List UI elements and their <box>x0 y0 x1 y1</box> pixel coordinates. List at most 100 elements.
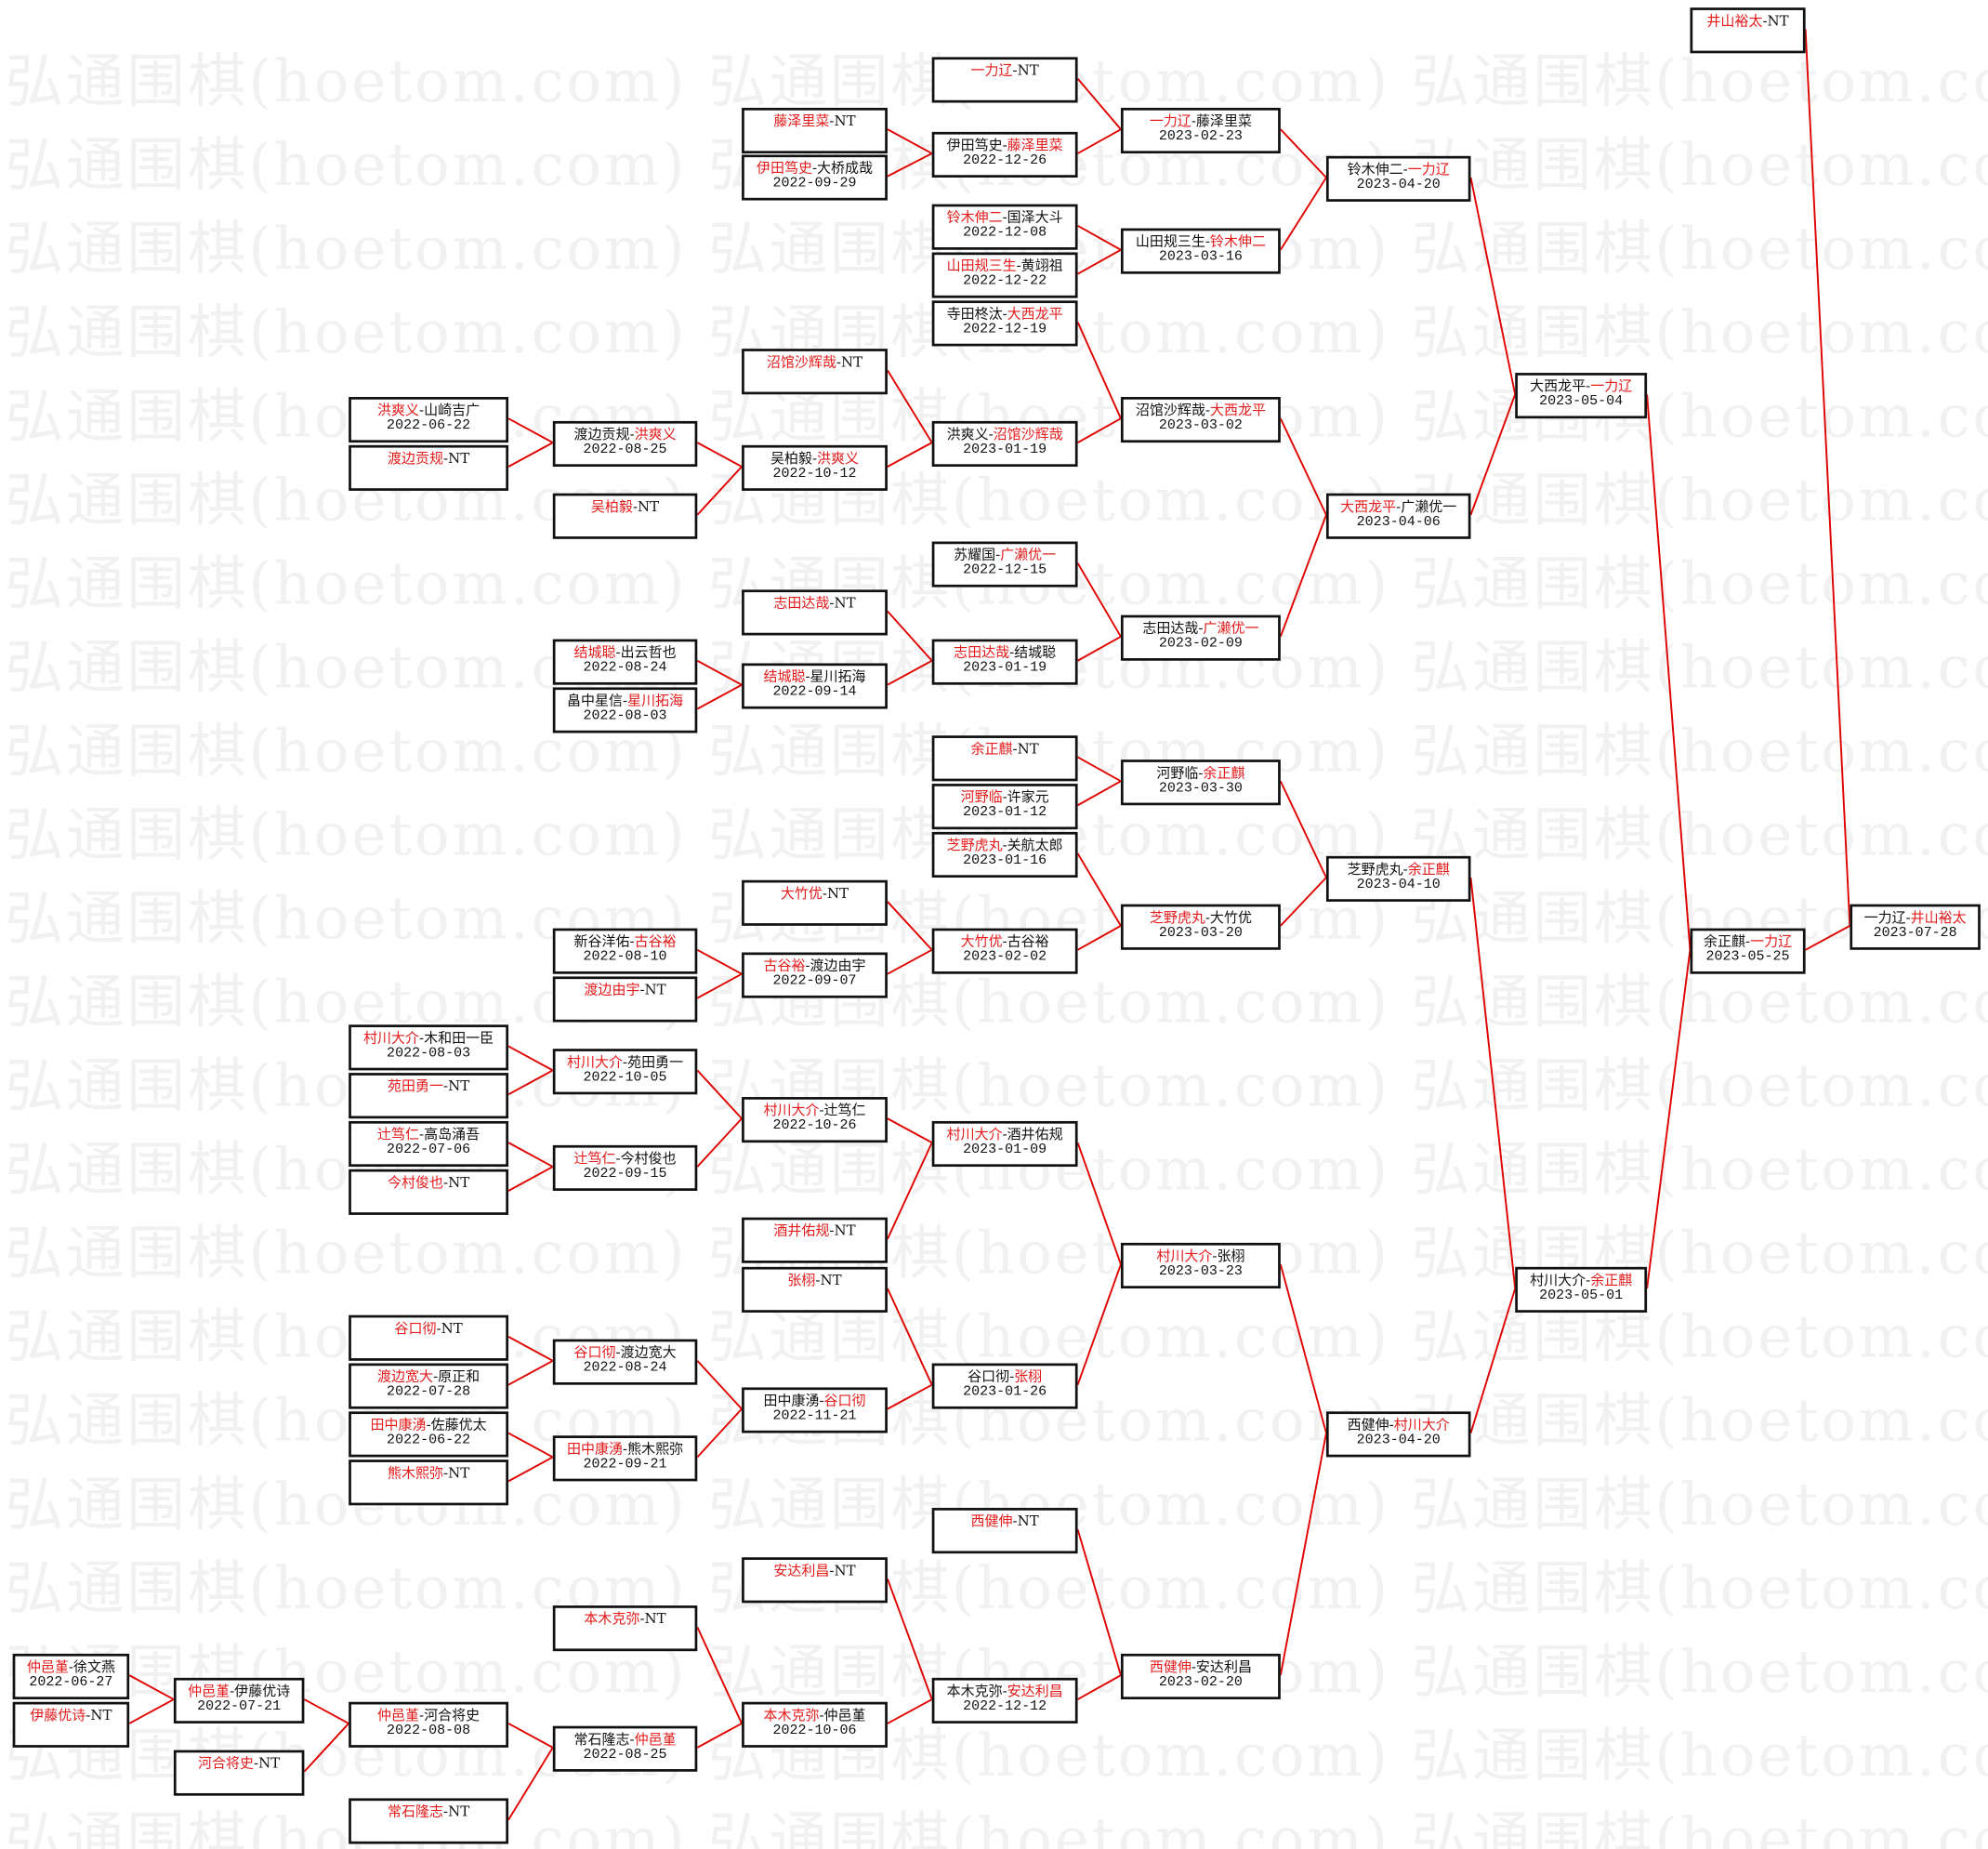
match-date: 2022-08-24 <box>583 660 667 677</box>
separator: - <box>68 1658 73 1676</box>
connector-line <box>1280 128 1327 178</box>
match-players: 苏耀国-广濑优一 <box>954 547 1056 563</box>
match-date: 2022-12-15 <box>963 562 1047 579</box>
bye-marker: NT <box>644 1610 666 1628</box>
match-players: 西健伸-村川大介 <box>1348 1417 1450 1433</box>
separator: - <box>1198 764 1204 782</box>
match-players: 结城聪-星川拓海 <box>763 668 865 685</box>
player-2: 徐文燕 <box>72 1658 115 1676</box>
connector-line <box>887 442 933 468</box>
connector-line <box>1076 1263 1122 1386</box>
match-players: 本木克弥-NT <box>584 1611 665 1628</box>
match-players: 河合将史-NT <box>198 1755 280 1772</box>
player-1: 山田规三生 <box>1135 233 1205 250</box>
bye-match-box: 沼馆沙辉哉-NT <box>742 349 888 395</box>
player-1: 河合将史 <box>198 1755 255 1772</box>
connector-line <box>696 1117 743 1168</box>
bye-marker: NT <box>1767 12 1789 30</box>
connector-line <box>507 1359 554 1386</box>
connector-line <box>507 1336 554 1362</box>
player-2: 国泽大斗 <box>1007 209 1063 226</box>
separator: - <box>829 112 835 130</box>
player-1: 辻笃仁 <box>573 1150 616 1168</box>
separator: - <box>419 1707 425 1724</box>
separator: - <box>822 885 827 902</box>
match-players: 辻笃仁-高岛涌吾 <box>377 1126 480 1142</box>
watermark-text: 弘通围棋(hoetom.com) 弘通围棋(hoetom.com) 弘通围棋(h… <box>5 1721 1988 1790</box>
player-2: 铃木伸二 <box>1209 233 1266 250</box>
separator: - <box>1009 644 1015 661</box>
player-1: 田中康湧 <box>370 1416 427 1433</box>
match-date: 2022-07-21 <box>197 1699 282 1715</box>
match-date: 2022-08-25 <box>583 442 667 458</box>
player-1: 结城聪 <box>763 667 806 685</box>
match-players: 吴柏毅-洪爽义 <box>770 450 859 467</box>
match-players: 田中康湧-佐藤优太 <box>371 1417 487 1433</box>
player-1: 大西龙平 <box>1530 377 1586 395</box>
connector-line <box>1469 393 1517 516</box>
match-date: 2022-06-22 <box>387 418 471 434</box>
bye-match-box: 大竹优-NT <box>742 879 888 926</box>
match-players: 寺田柊汰-大西龙平 <box>947 306 1063 323</box>
match-date: 2023-03-23 <box>1158 1264 1243 1280</box>
player-1: 今村俊也 <box>387 1174 444 1191</box>
connector-line <box>696 948 743 975</box>
connector-line <box>696 466 743 516</box>
connector-line <box>696 659 743 686</box>
player-1: 渡边贡规 <box>573 426 630 443</box>
separator: - <box>419 1029 425 1047</box>
bye-match-box: 张栩-NT <box>742 1266 888 1313</box>
bye-match-box: 志田达哉-NT <box>742 589 888 636</box>
match-players: 谷口彻-张栩 <box>968 1368 1042 1385</box>
separator: - <box>1191 1658 1196 1676</box>
separator: - <box>629 933 635 950</box>
match-players: 苑田勇一-NT <box>388 1078 469 1095</box>
bye-marker: NT <box>840 353 863 371</box>
match-players: 洪爽义-山崎吉广 <box>377 402 480 418</box>
separator: - <box>811 450 818 468</box>
bye-marker: NT <box>644 981 666 998</box>
bye-match-box: 河合将史-NT <box>173 1750 305 1796</box>
connector-line <box>1646 394 1692 950</box>
connector-line <box>887 152 933 178</box>
match-date: 2022-09-14 <box>772 684 857 701</box>
player-2: 广濑优一 <box>1203 620 1259 637</box>
separator: - <box>1402 861 1408 878</box>
player-2: 村川大介 <box>1393 1416 1450 1433</box>
connector-line <box>128 1698 175 1724</box>
match-date: 2022-08-08 <box>387 1723 471 1739</box>
match-date: 2023-05-25 <box>1705 949 1790 966</box>
player-2: 关航太郎 <box>1007 837 1063 854</box>
match-players: 渡边由宇-NT <box>584 982 665 998</box>
connector-line <box>507 1166 554 1192</box>
match-players: 余正麒-NT <box>971 741 1039 758</box>
separator: - <box>629 426 635 443</box>
match-date: 2022-12-12 <box>963 1699 1047 1715</box>
match-players: 古谷裕-渡边由宇 <box>763 958 865 974</box>
separator: - <box>1191 112 1196 130</box>
match-date: 2022-12-26 <box>963 153 1047 169</box>
match-date: 2023-01-16 <box>963 853 1047 869</box>
separator: - <box>819 1102 824 1119</box>
separator: - <box>1905 909 1911 926</box>
connector-line <box>507 1069 554 1096</box>
connector-line <box>696 1360 743 1410</box>
match-date: 2022-08-03 <box>387 1046 471 1062</box>
match-players: 大竹优-古谷裕 <box>961 933 1049 950</box>
player-1: 本木克弥 <box>584 1610 640 1628</box>
connector-line <box>1279 1263 1327 1433</box>
player-2: 大竹优 <box>1209 909 1252 926</box>
player-1: 洪爽义 <box>377 402 420 419</box>
player-2: 余正麒 <box>1590 1272 1633 1289</box>
